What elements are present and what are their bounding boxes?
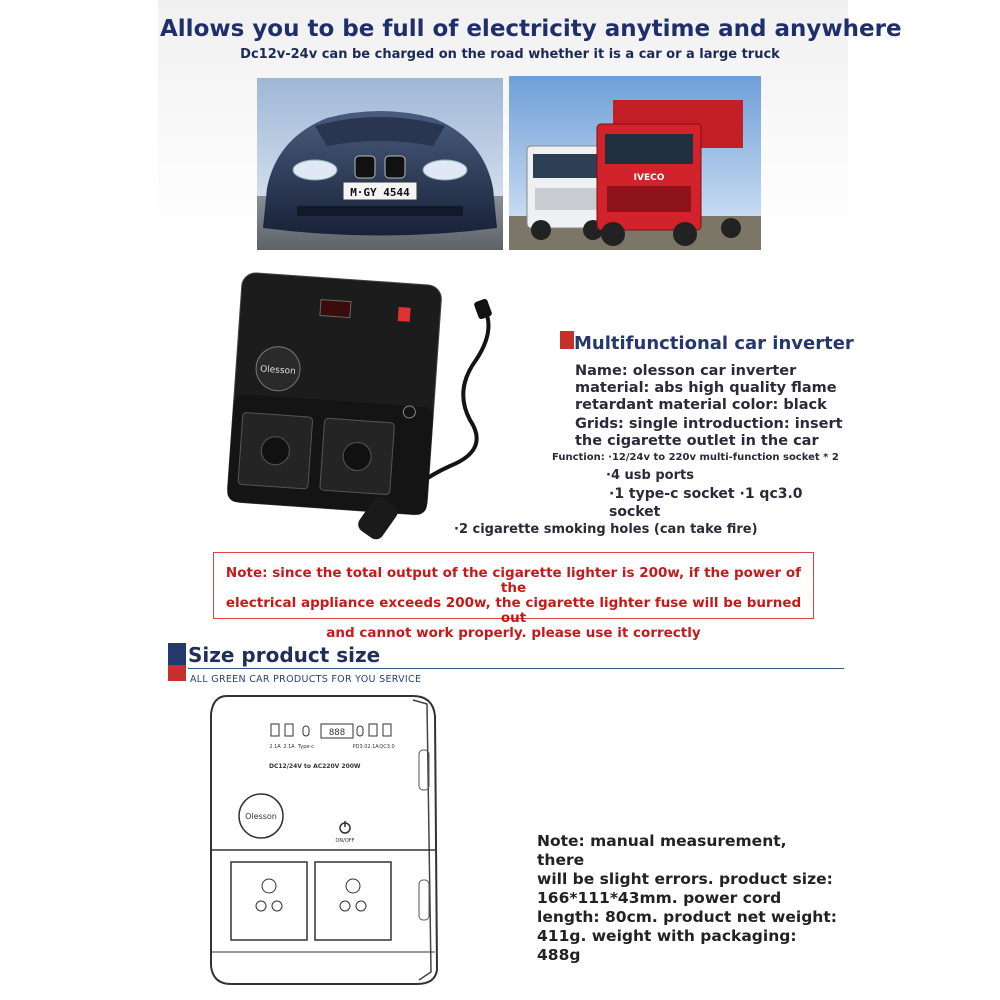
port-label-3: Type-c (297, 744, 314, 750)
measure-line-6: 488g (537, 946, 581, 964)
power-label: ON/OFF (335, 838, 354, 844)
spec-function: Function: ·12/24v to 220v multi-function… (552, 452, 839, 463)
measurement-note: Note: manual measurement, there will be … (537, 832, 837, 965)
measure-line-5: 411g. weight with packaging: (537, 927, 797, 945)
heading-accent (560, 331, 574, 349)
truck-brand: IVECO (634, 173, 665, 183)
size-section-title: Size product size (188, 643, 381, 667)
measure-line-2: will be slight errors. product size: (537, 870, 833, 888)
spec-typec-1: ·1 type-c socket ·1 qc3.0 (609, 486, 803, 502)
features-heading: Multifunctional car inverter (574, 333, 854, 354)
page-subtitle: Dc12v-24v can be charged on the road whe… (240, 47, 780, 62)
section-divider (188, 668, 844, 669)
measure-line-3: 166*111*43mm. power cord (537, 889, 782, 907)
warning-box (213, 552, 814, 619)
size-section-subtitle: ALL GREEN CAR PRODUCTS FOR YOU SERVICE (190, 674, 422, 685)
license-plate: M·GY 4544 (350, 186, 410, 199)
warning-line-2: electrical appliance exceeds 200w, the c… (225, 595, 802, 626)
spec-grids-1: Grids: single introduction: insert (575, 416, 843, 432)
port-label-6: QC3.0 (379, 744, 394, 750)
warning-line-3: and cannot work properly. please use it … (326, 625, 701, 641)
spec-usb: ·4 usb ports (606, 468, 694, 483)
brand-logo-drawing: Olesson (245, 812, 277, 821)
page-title: Allows you to be full of electricity any… (160, 16, 902, 42)
car-photo: M·GY 4544 (257, 78, 503, 250)
spec-typec-2: socket (609, 504, 661, 520)
spec-material-1: material: abs high quality flame (575, 380, 837, 396)
spec-cigarette: ·2 cigarette smoking holes (can take fir… (454, 522, 758, 537)
inverter-line-drawing: 888 2.1A 2.1A Type-c PD3.0 2.1A QC3.0 DC… (205, 690, 445, 992)
brand-logo-photo: Olesson (260, 364, 296, 376)
model-label: DC12/24V to AC220V 200W (269, 763, 361, 770)
measure-line-1: Note: manual measurement, there (537, 832, 787, 869)
inverter-photo: Olesson (214, 270, 544, 540)
warning-line-1: Note: since the total output of the ciga… (225, 565, 802, 596)
spec-grids-2: the cigarette outlet in the car (575, 433, 819, 449)
spec-material-2: retardant material color: black (575, 397, 827, 413)
port-label-2: 2.1A (283, 744, 295, 750)
measure-line-4: length: 80cm. product net weight: (537, 908, 837, 926)
warning-text: Note: since the total output of the ciga… (213, 566, 814, 641)
port-label-1: 2.1A (269, 744, 281, 750)
port-label-5: 2.1A (367, 744, 379, 750)
section-accent (168, 643, 186, 681)
truck-photo: IVECO (509, 76, 761, 250)
spec-name: Name: olesson car inverter (575, 363, 797, 379)
port-label-4: PD3.0 (353, 744, 368, 750)
display-readout: 888 (329, 728, 345, 738)
